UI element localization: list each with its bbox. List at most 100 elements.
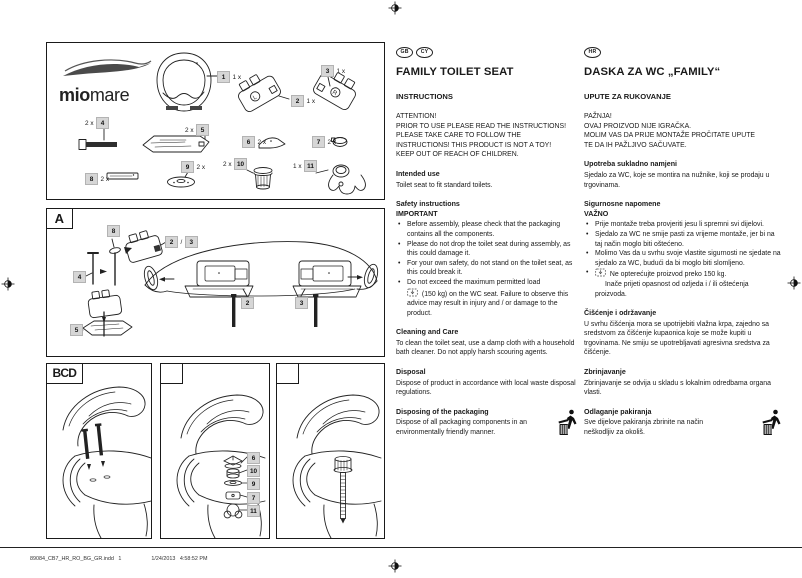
packaging-heading-hr: Odlaganje pakiranja [584, 407, 652, 416]
language-badge-cy: CY [416, 46, 433, 58]
footer-filename: 89084_CB7_HR_RO_BG_GR.indd 1 [30, 556, 122, 562]
part-number: 2 [241, 297, 254, 309]
part-qty: 2 x [185, 126, 194, 134]
disposal-body-en: Dispose of product in accordance with lo… [396, 379, 576, 397]
print-footer: 89084_CB7_HR_RO_BG_GR.indd 1 1/24/2013 4… [30, 556, 207, 562]
part-number: 2 [165, 236, 178, 248]
disposal-heading-en: Disposal [396, 368, 426, 377]
part-qty: 1 x [293, 162, 302, 170]
brand-light: mare [89, 85, 130, 105]
packaging-section-en: Disposing of the packaging Dispose of al… [396, 398, 577, 438]
callout-5: 5 [70, 324, 83, 336]
attention-text-en: ATTENTION! PRIOR TO USE PLEASE READ THE … [396, 113, 567, 159]
callout-10: 10 [247, 465, 260, 477]
step-b-diagram [62, 386, 151, 538]
callout-9: 9 [247, 478, 260, 490]
part-qty: 2 x [327, 138, 337, 146]
disposal-heading-hr: Zbrinjavanje [584, 368, 626, 377]
cleaning-heading-en: Cleaning and Care [396, 328, 459, 337]
assembly-screw-panel [275, 362, 385, 539]
callout-2-3: 2/3 [165, 236, 198, 248]
cleaning-body-hr: U svrhu čišćenja mora se upotrijebiti vl… [584, 320, 770, 357]
footer-datetime: 1/24/2013 4:58:52 PM [151, 556, 208, 562]
part-number: 3 [184, 236, 198, 248]
intended-use-heading-hr: Upotreba sukladno namjeni [584, 160, 678, 169]
callout-6: 6 [247, 452, 260, 464]
load-bullet-before: Ne opterećujte proizvod preko 150 kg. [609, 271, 727, 279]
part-qty: 2 x [223, 160, 232, 168]
safety-bullet: Sjedalo za WC ne smije pasti za vrijeme … [584, 230, 781, 249]
callout-4: 4 [73, 271, 86, 283]
part-number: 4 [73, 271, 86, 283]
disposal-trash-icon [558, 409, 577, 436]
step-label-bcd: BCD [45, 362, 83, 384]
registration-mark-icon [388, 1, 402, 15]
part-number: 2 [291, 95, 304, 107]
disposal-trash-icon [762, 409, 781, 436]
part-number: 11 [304, 160, 318, 172]
step-a-diagram [77, 230, 379, 337]
logo-swoosh-icon [63, 59, 152, 76]
page-title-hr: DASKA ZA WC „FAMILY“ [584, 66, 721, 78]
subtitle-hr: UPUTE ZA RUKOVANJE [584, 92, 671, 101]
part-number: 6 [242, 136, 255, 148]
safety-bullets-hr: Prije montaže treba provjeriti jesu li s… [584, 220, 781, 299]
part-qty: 2 x [100, 175, 110, 183]
load-bullet-after: (150 kg) on the WC seat. Failure to obse… [407, 290, 569, 317]
safety-bullet: Before assembly, please check that the p… [396, 220, 577, 239]
step-label-empty [159, 362, 183, 384]
registration-mark-icon [1, 277, 15, 291]
attention-text-hr: PAŽNJA! OVAJ PROIZVOD NIJE IGRAČKA. MOLI… [584, 113, 756, 149]
part-number: 3 [295, 297, 308, 309]
part-qty: 1 x [306, 97, 316, 105]
part-number: 9 [181, 161, 194, 173]
step-label-empty [275, 362, 299, 384]
brand-wordmark: miomare [59, 85, 159, 106]
part-number: 5 [70, 324, 83, 336]
part-number: 3 [321, 65, 334, 77]
callout-left-hinge: 2 [241, 297, 254, 309]
packaging-body-en: Dispose of all packaging components in a… [396, 419, 528, 437]
screw-diagram [292, 394, 382, 538]
part-qty: 2 x [257, 138, 267, 146]
slash: / [180, 238, 183, 246]
load-bullet-before: Do not exceed the maximum permitted load [407, 278, 541, 286]
language-badges: HR [584, 40, 781, 58]
max-load-icon [407, 288, 418, 296]
safety-bullet: For your own safety, do not stand on the… [396, 259, 577, 278]
load-bullet-after: Inače prijeti opasnost od ozljeda i / il… [595, 280, 749, 298]
callout-right-hinge: 3 [295, 297, 308, 309]
intended-use-heading-en: Intended use [396, 169, 440, 178]
disposal-body-hr: Zbrinjavanje se odvija u skladu s lokaln… [584, 379, 771, 397]
page-title-en: FAMILY TOILET SEAT [396, 66, 514, 78]
safety-heading-en: Safety instructions IMPORTANT [396, 200, 460, 218]
part-qty: 2 x [85, 119, 94, 127]
part-qty: 2 x [196, 163, 206, 171]
footer-rule [0, 547, 802, 548]
hinge-right-letter: R [331, 90, 338, 98]
safety-bullet: Please do not drop the toilet seat durin… [396, 240, 577, 259]
assembly-step-bcd-panel: BCD [45, 362, 152, 539]
callout-7: 7 [247, 492, 260, 504]
assembly-fastener-panel: 6 10 9 7 11 [159, 362, 270, 539]
part-qty: 1 x [232, 73, 242, 81]
language-badge-gb: GB [396, 46, 414, 58]
fastener-stack-diagram [176, 394, 266, 538]
safety-bullet-load: Ne opterećujte proizvod preko 150 kg. In… [584, 268, 781, 299]
miomare-logo: miomare [59, 57, 159, 106]
part-number: 1 [217, 71, 230, 83]
packaging-body-hr: Sve dijelove pakiranja zbrinite na način… [584, 419, 704, 437]
safety-heading-hr: Sigurnosne napomene VAŽNO [584, 200, 661, 218]
parts-overview-box: miomare [46, 42, 385, 200]
max-load-icon [595, 268, 606, 277]
step-label-a: A [45, 207, 73, 229]
